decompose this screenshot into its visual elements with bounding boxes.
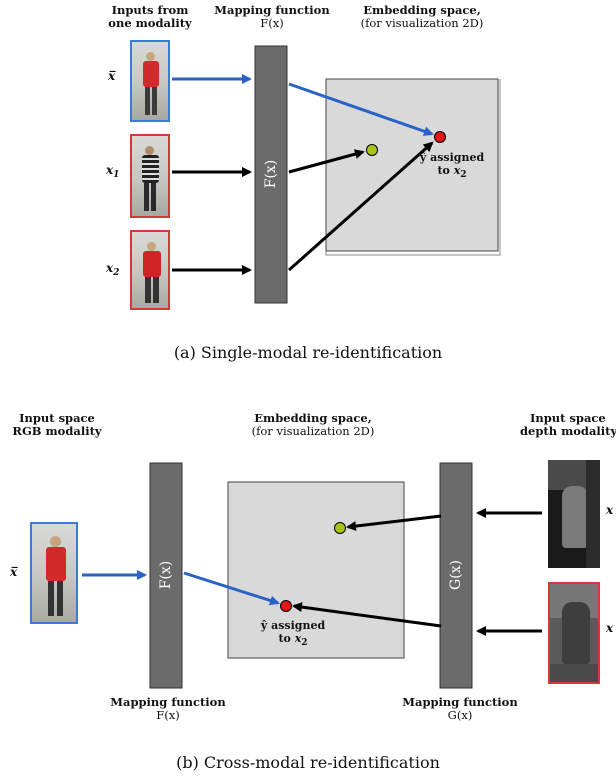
var-right2-b: x <box>606 621 614 635</box>
mapping-bar-g-b <box>439 462 473 689</box>
point-red-a <box>434 131 446 143</box>
arrow-f-to-green-a <box>288 149 365 174</box>
assigned-b-line1: ŷ assigned <box>260 619 326 632</box>
thumb-xbar-b <box>30 522 78 624</box>
var-x2-sub: 2 <box>113 268 120 278</box>
assigned-b-sub: 2 <box>301 637 308 648</box>
embedding-title-line2: (for visualization 2D) <box>360 16 484 31</box>
var-x1-a: x1 <box>106 163 120 180</box>
var-xbar-b: x̅ <box>10 565 18 579</box>
mapping-bar-f-b <box>149 462 183 689</box>
var-right1-b: x <box>606 503 614 517</box>
var-x1-letter: x <box>106 163 114 177</box>
input-depth-line1: Input space <box>530 411 606 425</box>
input-rgb-line1: Input space <box>19 411 95 425</box>
assigned-var: x <box>453 163 461 177</box>
mapping-g-line1: Mapping function <box>402 695 518 709</box>
point-green-b <box>334 522 346 534</box>
var-x2-letter: x <box>106 261 114 275</box>
mapping-f-line2: F(x) <box>156 708 180 723</box>
person-photo-icon <box>132 42 168 120</box>
arrow-g-to-red-b <box>292 602 442 628</box>
caption-a: (a) Single-modal re-identification <box>173 343 443 362</box>
depth-image-icon <box>548 460 600 568</box>
var-x2-a: x2 <box>106 261 120 278</box>
arrow-f-to-red-a <box>288 82 434 137</box>
embedding-space-box-b <box>227 481 405 659</box>
assigned-prefix: to <box>437 163 454 177</box>
thumb-x2-a <box>130 230 170 310</box>
point-red-b <box>280 600 292 612</box>
bar-label-f-a: F(x) <box>263 160 279 189</box>
embedding-title-b: Embedding space, (for visualization 2D) <box>251 411 375 439</box>
arrow-f-to-red-b <box>183 571 280 606</box>
thumb-depth1-b <box>548 460 600 568</box>
bar-label-g-b: G(x) <box>448 560 464 590</box>
thumb-x1-a <box>130 134 170 218</box>
assigned-label-b: ŷ assigned to x2 <box>260 619 326 648</box>
person-photo-icon <box>132 136 168 216</box>
assigned-sub: 2 <box>460 169 467 180</box>
arrow-f-to-red2-a <box>288 141 434 272</box>
input-space-depth: Input space depth modality <box>520 411 616 439</box>
input-rgb-line2: RGB modality <box>12 424 102 439</box>
mapping-title-a: Mapping function F(x) <box>214 3 330 31</box>
mapping-title-line2: F(x) <box>260 16 284 31</box>
assigned-line1: ŷ assigned <box>419 151 485 164</box>
mapping-title-line1: Mapping function <box>214 3 330 17</box>
person-photo-icon <box>32 524 76 622</box>
embedding-shadow-a <box>325 79 501 256</box>
embedding-title-line1: Embedding space, <box>363 3 481 17</box>
inputs-title: Inputs from one modality <box>108 3 192 31</box>
var-x1-sub: 1 <box>113 170 120 180</box>
embedding-title-b-line2: (for visualization 2D) <box>251 424 375 439</box>
inputs-title-line2: one modality <box>108 16 192 31</box>
mapping-g-line2: G(x) <box>447 708 473 723</box>
inputs-title-line1: Inputs from <box>111 3 189 17</box>
assigned-label-a: ŷ assigned to x2 <box>419 151 485 180</box>
point-green-a <box>366 144 378 156</box>
embedding-title-b-line1: Embedding space, <box>254 411 372 425</box>
input-space-rgb: Input space RGB modality <box>12 411 102 439</box>
assigned-line2: to x2 <box>420 163 484 180</box>
bar-label-f-b: F(x) <box>158 561 174 590</box>
mapping-label-g-b: Mapping function G(x) <box>402 695 518 723</box>
thumb-xbar-a <box>130 40 170 122</box>
caption-b: (b) Cross-modal re-identification <box>176 753 440 772</box>
var-xbar-a: x̅ <box>108 69 116 83</box>
embedding-title-a: Embedding space, (for visualization 2D) <box>360 3 484 31</box>
depth-image-icon <box>550 584 598 682</box>
mapping-f-line1: Mapping function <box>110 695 226 709</box>
arrow-g-to-green-b <box>346 514 442 532</box>
mapping-bar-f-a <box>254 45 288 304</box>
assigned-b-prefix: to <box>278 631 295 645</box>
assigned-b-var: x <box>294 631 302 645</box>
thumb-depth2-b <box>548 582 600 684</box>
input-depth-line2: depth modality <box>520 424 616 439</box>
person-photo-icon <box>132 232 168 308</box>
assigned-b-line2: to x2 <box>261 631 325 648</box>
mapping-label-f-b: Mapping function F(x) <box>110 695 226 723</box>
